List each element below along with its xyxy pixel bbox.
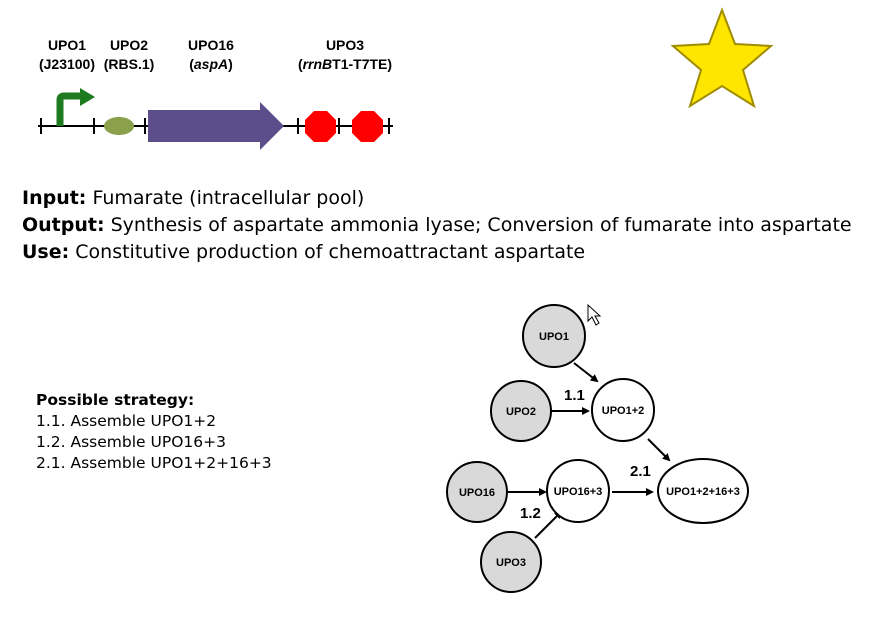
terminator-octagon-icon (305, 111, 336, 142)
edge-label-2-1: 2.1 (630, 463, 651, 480)
part-name: UPO16 (188, 37, 234, 53)
part-label-upo1: UPO1 (J23100) (30, 36, 104, 74)
node-upo16: UPO16 (446, 461, 508, 523)
node-label: UPO3 (496, 557, 526, 569)
strategy-heading: Possible strategy: (36, 391, 195, 409)
part-detail: (RBS.1) (103, 56, 155, 72)
node-label: UPO2 (506, 406, 536, 418)
star-icon (670, 7, 774, 109)
part-name: UPO3 (325, 37, 365, 53)
part-name: UPO2 (109, 37, 149, 53)
node-label: UPO1 (539, 331, 569, 343)
part-detail: (J23100) (38, 56, 96, 72)
edge-upo1-to-upo12 (573, 362, 599, 383)
promoter-arrow-icon (56, 88, 95, 126)
cds-arrow-icon (148, 102, 284, 150)
part-label-upo2: UPO2 (RBS.1) (96, 36, 162, 74)
strategy-step: 2.1. Assemble UPO1+2+16+3 (36, 454, 272, 472)
strategy-step: 1.1. Assemble UPO1+2 (36, 412, 217, 430)
strategy-step: 1.2. Assemble UPO16+3 (36, 433, 226, 451)
node-upo2: UPO2 (490, 380, 552, 442)
input-line: Input: Fumarate (intracellular pool) (22, 187, 365, 209)
node-upo3: UPO3 (480, 531, 542, 593)
terminator-octagon-icon (352, 111, 383, 142)
part-detail: (aspA) (189, 56, 233, 72)
edge-label-1-1: 1.1 (564, 387, 585, 404)
node-label: UPO16+3 (554, 486, 603, 498)
part-detail: (rrnBT1-T7TE) (297, 56, 393, 72)
edge-upo12-to-final (647, 438, 671, 462)
node-upo12: UPO1+2 (591, 378, 655, 442)
part-label-upo16: UPO16 (aspA) (176, 36, 246, 74)
part-name: UPO1 (47, 37, 87, 53)
edge-upo3-to-upo163 (534, 510, 563, 539)
edge-label-1-2: 1.2 (520, 505, 541, 522)
rbs-oval-icon (104, 117, 134, 135)
strategy-block: Possible strategy: 1.1. Assemble UPO1+2 … (36, 390, 272, 474)
output-line: Output: Synthesis of aspartate ammonia l… (22, 214, 852, 236)
node-final: UPO1+2+16+3 (657, 458, 749, 524)
mouse-cursor-icon (587, 303, 602, 326)
node-upo1: UPO1 (522, 304, 586, 368)
node-upo163: UPO16+3 (546, 459, 610, 523)
backbone-ticks (40, 118, 390, 134)
use-line: Use: Constitutive production of chemoatt… (22, 241, 586, 263)
node-label: UPO1+2 (602, 405, 645, 417)
node-label: UPO1+2+16+3 (666, 486, 740, 498)
part-label-upo3: UPO3 (rrnBT1-T7TE) (284, 36, 406, 74)
node-label: UPO16 (459, 487, 495, 499)
